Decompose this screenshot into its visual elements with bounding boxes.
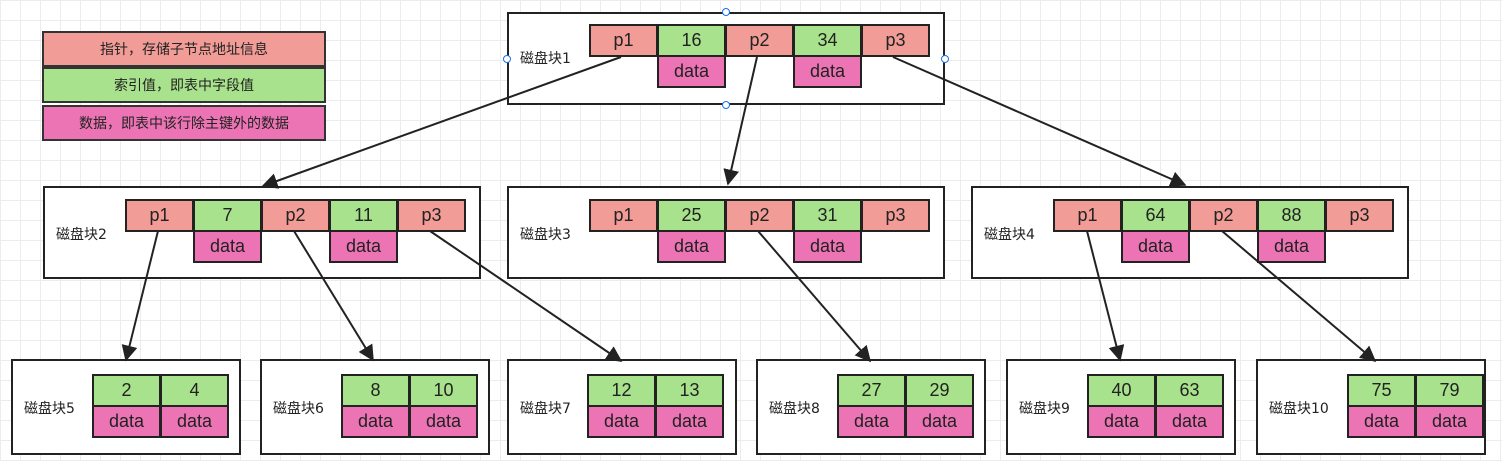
key-cell: 13 bbox=[655, 374, 724, 407]
key-cell: 63 bbox=[1155, 374, 1224, 407]
data-cell: data bbox=[793, 230, 862, 263]
selection-handle[interactable] bbox=[722, 101, 730, 109]
data-cell: data bbox=[837, 405, 906, 438]
pointer-cell: p3 bbox=[861, 199, 930, 232]
pointer-cell: p3 bbox=[397, 199, 466, 232]
key-cell: 27 bbox=[837, 374, 906, 407]
selection-handle[interactable] bbox=[722, 8, 730, 16]
selection-handle[interactable] bbox=[503, 54, 511, 63]
pointer-cell: p3 bbox=[1325, 199, 1394, 232]
disk-block-label: 磁盘块1 bbox=[520, 51, 571, 67]
pointer-cell: p1 bbox=[589, 24, 658, 57]
data-cell: data bbox=[1257, 230, 1326, 263]
pointer-cell: p1 bbox=[125, 199, 194, 232]
disk-block-label: 磁盘块4 bbox=[984, 227, 1035, 243]
pointer-cell: p2 bbox=[725, 199, 794, 232]
disk-block-label: 磁盘块5 bbox=[24, 401, 75, 417]
pointer-cell: p3 bbox=[861, 24, 930, 57]
key-cell: 29 bbox=[905, 374, 974, 407]
key-cell: 64 bbox=[1121, 199, 1190, 232]
data-cell: data bbox=[905, 405, 974, 438]
selection-handle[interactable] bbox=[941, 54, 949, 63]
data-cell: data bbox=[1087, 405, 1156, 438]
data-cell: data bbox=[193, 230, 262, 263]
key-cell: 11 bbox=[329, 199, 398, 232]
disk-block-label: 磁盘块7 bbox=[520, 401, 571, 417]
data-cell: data bbox=[160, 405, 229, 438]
disk-block-label: 磁盘块3 bbox=[520, 227, 571, 243]
legend-item-pointer: 指针，存储子节点地址信息 bbox=[42, 31, 326, 67]
key-cell: 31 bbox=[793, 199, 862, 232]
data-cell: data bbox=[329, 230, 398, 263]
key-cell: 12 bbox=[587, 374, 656, 407]
pointer-cell: p2 bbox=[261, 199, 330, 232]
legend-item-key: 索引值，即表中字段值 bbox=[42, 67, 326, 103]
data-cell: data bbox=[92, 405, 161, 438]
key-cell: 25 bbox=[657, 199, 726, 232]
data-cell: data bbox=[657, 230, 726, 263]
disk-block-label: 磁盘块8 bbox=[769, 401, 820, 417]
pointer-cell: p1 bbox=[1053, 199, 1122, 232]
key-cell: 75 bbox=[1347, 374, 1416, 407]
key-cell: 2 bbox=[92, 374, 161, 407]
data-cell: data bbox=[657, 55, 726, 88]
disk-block-label: 磁盘块2 bbox=[56, 227, 107, 243]
data-cell: data bbox=[409, 405, 478, 438]
data-cell: data bbox=[587, 405, 656, 438]
disk-block-label: 磁盘块6 bbox=[273, 401, 324, 417]
data-cell: data bbox=[1121, 230, 1190, 263]
pointer-cell: p1 bbox=[589, 199, 658, 232]
data-cell: data bbox=[1415, 405, 1484, 438]
data-cell: data bbox=[1347, 405, 1416, 438]
key-cell: 88 bbox=[1257, 199, 1326, 232]
data-cell: data bbox=[1155, 405, 1224, 438]
data-cell: data bbox=[341, 405, 410, 438]
key-cell: 40 bbox=[1087, 374, 1156, 407]
key-cell: 8 bbox=[341, 374, 410, 407]
disk-block-label: 磁盘块10 bbox=[1269, 401, 1329, 417]
key-cell: 34 bbox=[793, 24, 862, 57]
pointer-cell: p2 bbox=[1189, 199, 1258, 232]
key-cell: 4 bbox=[160, 374, 229, 407]
legend-item-data: 数据，即表中该行除主键外的数据 bbox=[42, 105, 326, 141]
data-cell: data bbox=[793, 55, 862, 88]
key-cell: 7 bbox=[193, 199, 262, 232]
key-cell: 10 bbox=[409, 374, 478, 407]
data-cell: data bbox=[655, 405, 724, 438]
disk-block-label: 磁盘块9 bbox=[1019, 401, 1070, 417]
key-cell: 16 bbox=[657, 24, 726, 57]
key-cell: 79 bbox=[1415, 374, 1484, 407]
pointer-cell: p2 bbox=[725, 24, 794, 57]
